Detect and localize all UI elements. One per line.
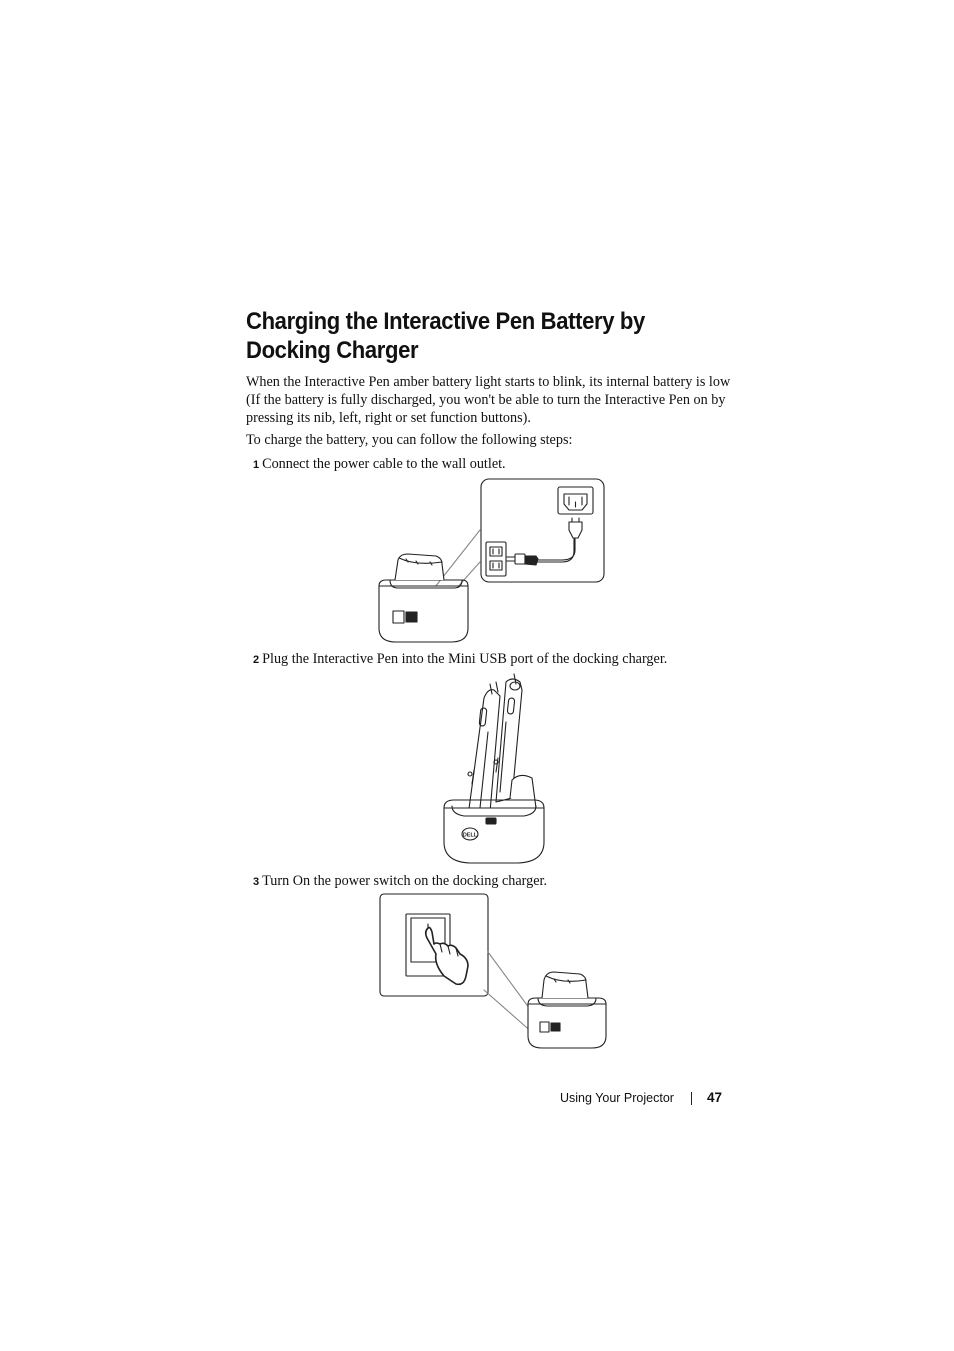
step-text: Connect the power cable to the wall outl… <box>262 456 506 472</box>
step-text: Turn On the power switch on the docking … <box>262 873 548 889</box>
footer-divider <box>691 1092 692 1105</box>
docking-charger-base <box>527 1003 607 1049</box>
docking-charger-base <box>378 585 469 643</box>
ac-inlet-icon <box>557 486 594 515</box>
footer-section-title: Using Your Projector <box>560 1091 674 1105</box>
wall-outlet-icon <box>485 541 507 577</box>
title-line-1: Charging the Interactive Pen Battery by <box>246 308 645 335</box>
intro-paragraph: When the Interactive Pen amber battery l… <box>246 374 731 427</box>
page-title: Charging the Interactive Pen Battery by … <box>246 307 714 365</box>
docking-charger-base <box>443 807 545 864</box>
page-number: 47 <box>707 1090 723 1105</box>
step-number: 2 <box>253 654 260 666</box>
lead-paragraph: To charge the battery, you can follow th… <box>246 432 573 448</box>
power-plug-icon <box>568 521 583 539</box>
page-footer: Using Your Projector 47 <box>560 1089 730 1107</box>
title-line-2: Docking Charger <box>246 337 419 364</box>
hand-pointer-icon <box>424 926 469 986</box>
figure-power-cable-illustration <box>378 478 605 643</box>
pen-front-icon <box>467 689 501 817</box>
step-number: 1 <box>253 459 260 471</box>
svg-text:DELL: DELL <box>463 833 478 839</box>
figure-pen-docking-illustration: DELL <box>443 673 545 864</box>
dell-logo-badge <box>461 827 479 841</box>
figure-power-switch-illustration <box>379 893 607 1049</box>
step-number: 3 <box>253 876 260 888</box>
pen-rear-icon <box>495 678 523 803</box>
step-text: Plug the Interactive Pen into the Mini U… <box>262 651 668 667</box>
